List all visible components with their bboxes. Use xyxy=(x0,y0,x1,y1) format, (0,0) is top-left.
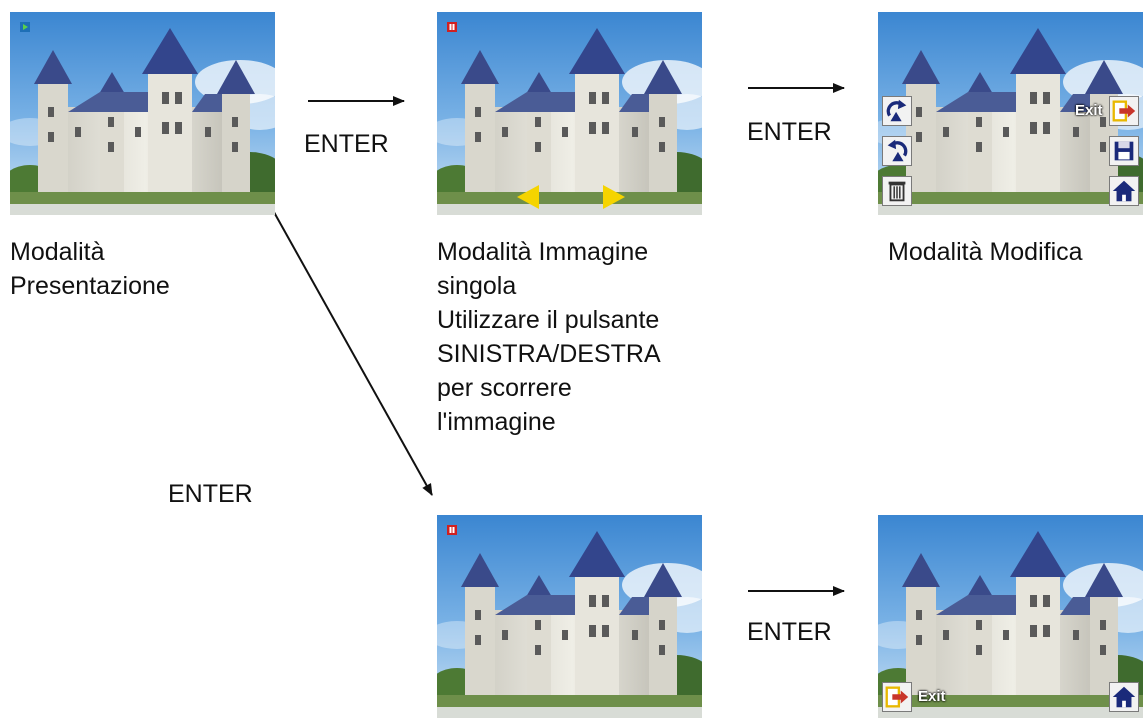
left-arrow-icon[interactable] xyxy=(517,185,539,209)
exit-label: Exit xyxy=(1075,102,1103,119)
rotate-right-icon[interactable] xyxy=(882,96,912,126)
single-image-screen-2 xyxy=(437,515,702,718)
exit-icon[interactable] xyxy=(882,682,912,712)
caption-line: singola xyxy=(437,272,517,300)
caption-line: Modalità Immagine xyxy=(437,238,649,266)
slideshow-screen xyxy=(10,12,275,215)
delete-icon[interactable] xyxy=(882,176,912,206)
pause-mode-icon xyxy=(447,525,457,535)
enter-label-a-to-b: ENTER xyxy=(304,130,389,158)
arrow-a-to-d xyxy=(269,204,433,496)
castle-photo xyxy=(878,12,1143,215)
enter-label-b-to-c: ENTER xyxy=(747,118,832,146)
save-icon[interactable] xyxy=(1109,136,1139,166)
caption-line: SINISTRA/DESTRA xyxy=(437,340,661,368)
play-mode-icon xyxy=(20,22,30,32)
home-icon[interactable] xyxy=(1109,176,1139,206)
enter-label-a-to-d: ENTER xyxy=(168,480,253,508)
castle-photo xyxy=(10,12,275,215)
rotate-left-icon[interactable] xyxy=(882,136,912,166)
caption-line: per scorrere xyxy=(437,374,572,402)
exit-icon[interactable] xyxy=(1109,96,1139,126)
caption-line: Utilizzare il pulsante xyxy=(437,306,660,334)
caption-line: Modalità xyxy=(10,238,105,266)
single-image-caption: Modalità Immagine singola Utilizzare il … xyxy=(437,235,661,439)
edit-mode-screen: Exit xyxy=(878,12,1143,215)
slideshow-mode-caption: Modalità Presentazione xyxy=(10,235,170,303)
pause-mode-icon xyxy=(447,22,457,32)
enter-label-d-to-e: ENTER xyxy=(747,618,832,646)
right-arrow-icon[interactable] xyxy=(603,185,625,209)
home-icon[interactable] xyxy=(1109,682,1139,712)
exit-label: Exit xyxy=(918,688,946,705)
castle-photo xyxy=(437,515,702,718)
castle-photo xyxy=(437,12,702,215)
exit-screen: Exit xyxy=(878,515,1143,718)
caption-line: Presentazione xyxy=(10,272,170,300)
single-image-screen xyxy=(437,12,702,215)
edit-mode-caption: Modalità Modifica xyxy=(888,238,1083,266)
caption-line: l'immagine xyxy=(437,408,556,436)
